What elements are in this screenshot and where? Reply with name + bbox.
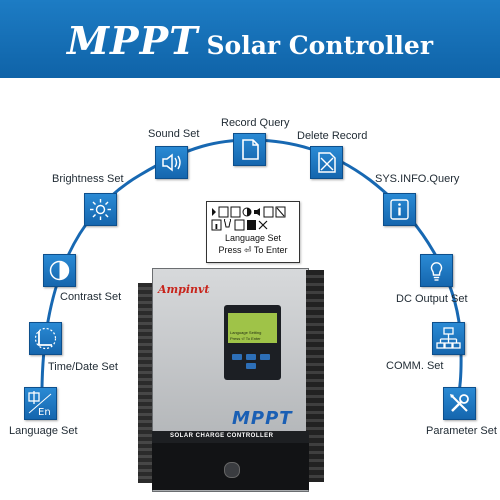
info-icon (390, 199, 409, 220)
delete-document-icon (318, 152, 336, 173)
menu-icons-row-2-icon (211, 216, 268, 231)
callout-icon-row-2 (211, 216, 295, 231)
product-strip: SOLAR CHARGE CONTROLLER (152, 431, 309, 443)
heatsink-left (138, 283, 154, 483)
title-main: MPPT (66, 18, 199, 63)
callout-instruction: Press ⏎ To Enter (218, 245, 288, 255)
lcd-line-2: Press ⏎ To Enter (230, 336, 261, 341)
parameter-set-button[interactable] (443, 387, 476, 420)
label-sys-info-query: SYS.INFO.Query (375, 173, 460, 185)
lightbulb-icon (430, 262, 443, 281)
heatsink-right (306, 270, 324, 482)
label-language-set: Language Set (9, 425, 78, 437)
clock-icon (34, 327, 57, 350)
label-brightness-set: Brightness Set (52, 173, 124, 185)
sound-set-button[interactable] (155, 146, 188, 179)
dc-output-set-button[interactable] (420, 254, 453, 287)
key-up[interactable] (246, 354, 256, 360)
brightness-set-button[interactable] (84, 193, 117, 226)
cable-gland (224, 462, 240, 478)
keypad (228, 351, 277, 373)
sys-info-query-button[interactable] (383, 193, 416, 226)
product-strip-text: SOLAR CHARGE CONTROLLER (170, 433, 274, 439)
lcd-screen (228, 313, 277, 343)
document-icon (242, 139, 259, 160)
key-enter[interactable] (246, 363, 256, 369)
key-down[interactable] (260, 354, 270, 360)
label-time-date-set: Time/Date Set (48, 361, 118, 373)
title-sub: Solar Controller (206, 31, 433, 60)
contrast-set-button[interactable] (43, 254, 76, 287)
label-sound-set: Sound Set (148, 128, 200, 140)
contrast-icon (49, 260, 70, 281)
language-icon: En (28, 391, 52, 418)
brand-logo: Ampinvt (158, 283, 210, 296)
menu-callout: Language Set Press ⏎ To Enter (206, 201, 300, 263)
callout-title: Language Set (224, 233, 282, 243)
tools-icon (450, 394, 469, 412)
label-comm-set: COMM. Set (386, 360, 444, 372)
label-record-query: Record Query (221, 117, 290, 129)
label-contrast-set: Contrast Set (60, 291, 122, 303)
comm-set-button[interactable] (432, 322, 465, 355)
record-query-button[interactable] (233, 133, 266, 166)
menu-icons-row-1-icon (212, 206, 286, 218)
speaker-icon (162, 153, 181, 172)
label-parameter-set: Parameter Set (426, 425, 497, 437)
label-dc-output-set: DC Output Set (396, 293, 468, 305)
brightness-icon (90, 199, 111, 220)
lcd-line-1: Language Setting (230, 330, 262, 335)
callout-icon-row-1 (211, 206, 295, 218)
key-esc[interactable] (232, 354, 242, 360)
time-date-set-button[interactable] (29, 322, 62, 355)
label-delete-record: Delete Record (297, 130, 368, 142)
svg-text:En: En (38, 407, 51, 418)
delete-record-button[interactable] (310, 146, 343, 179)
model-label: MPPT (232, 408, 293, 429)
network-icon (436, 327, 461, 349)
language-set-button[interactable]: En (24, 387, 57, 420)
